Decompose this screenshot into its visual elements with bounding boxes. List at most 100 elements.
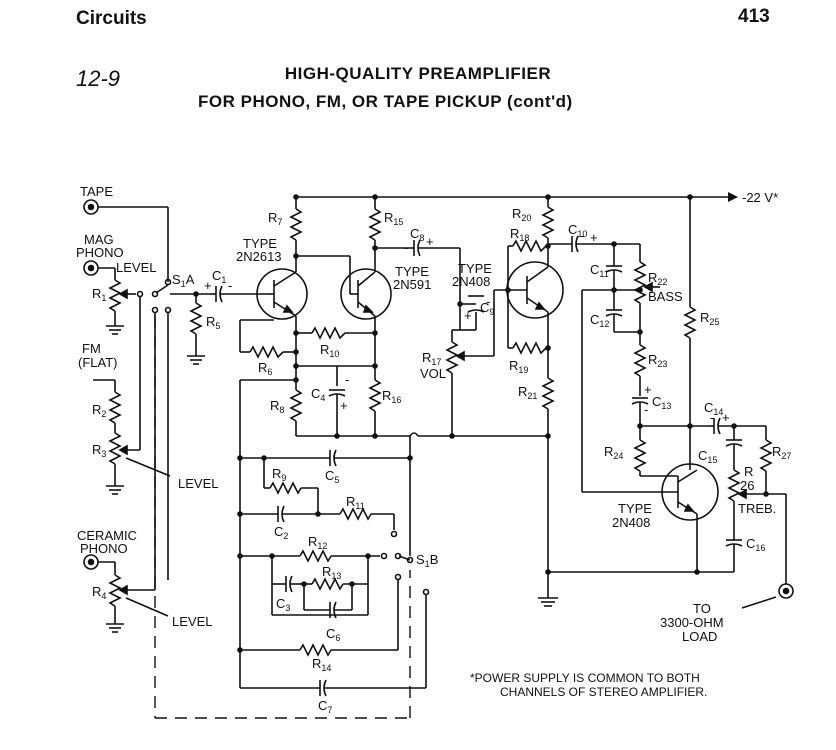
svg-text:R16: R16 (382, 388, 401, 405)
input-labels: TAPE MAG PHONO LEVEL FM (FLAT) LEVEL CER… (76, 184, 218, 629)
svg-text:R4: R4 (92, 584, 106, 601)
junction-dots (193, 194, 769, 653)
figure-number: 12-9 (76, 66, 121, 91)
svg-text:R1: R1 (92, 286, 106, 303)
svg-text:-: - (404, 240, 408, 255)
svg-text:MAG: MAG (84, 232, 114, 247)
svg-text:R21: R21 (518, 384, 537, 401)
wiring (83, 196, 794, 697)
transistor-labels: TYPE 2N2613 TYPE 2N591 TYPE 2N408 TYPE 2… (236, 236, 652, 530)
svg-text:C3: C3 (276, 596, 290, 613)
svg-text:R27: R27 (772, 444, 791, 461)
svg-text:*POWER SUPPLY IS COMMON TO BOT: *POWER SUPPLY IS COMMON TO BOTH (470, 671, 700, 685)
svg-text:R5: R5 (206, 314, 220, 331)
figure-title-line1: HIGH-QUALITY PREAMPLIFIER (284, 64, 552, 83)
svg-text:LEVEL: LEVEL (178, 476, 218, 491)
svg-text:PHONO: PHONO (80, 541, 128, 556)
svg-text:C1: C1 (212, 268, 226, 285)
svg-text:R: R (744, 464, 753, 479)
svg-text:R14: R14 (312, 656, 331, 673)
svg-text:R24: R24 (604, 444, 623, 461)
svg-text:-: - (345, 372, 349, 387)
svg-text:C10: C10 (568, 222, 587, 239)
svg-text:C8: C8 (410, 226, 424, 243)
svg-text:2N408: 2N408 (452, 274, 490, 289)
svg-text:+: + (722, 410, 730, 425)
svg-text:+: + (426, 234, 434, 249)
svg-text:CHANNELS OF STEREO AMPLIFIER.: CHANNELS OF STEREO AMPLIFIER. (500, 685, 707, 699)
svg-text:2N2613: 2N2613 (236, 249, 282, 264)
svg-text:TYPE: TYPE (618, 501, 652, 516)
svg-text:TREB.: TREB. (738, 501, 776, 516)
svg-text:BASS: BASS (648, 289, 683, 304)
svg-text:C12: C12 (590, 312, 609, 329)
svg-text:LOAD: LOAD (682, 629, 717, 644)
svg-text:C16: C16 (746, 536, 765, 553)
svg-text:C15: C15 (698, 448, 717, 465)
svg-text:+: + (340, 398, 348, 413)
svg-text:C11: C11 (590, 262, 609, 279)
svg-text:R22: R22 (648, 270, 667, 287)
svg-text:R15: R15 (384, 210, 403, 227)
svg-text:R2: R2 (92, 402, 106, 419)
svg-text:VOL: VOL (420, 366, 446, 381)
svg-text:R18: R18 (510, 226, 529, 243)
svg-text:R17: R17 (422, 350, 441, 367)
svg-text:-: - (228, 278, 232, 293)
ganged-switch-link (154, 316, 411, 719)
svg-text:TYPE: TYPE (458, 261, 492, 276)
page-number: 413 (738, 6, 770, 27)
svg-text:PHONO: PHONO (76, 245, 124, 260)
svg-text:R12: R12 (308, 534, 327, 551)
svg-text:-: - (486, 294, 490, 309)
svg-text:CERAMIC: CERAMIC (77, 528, 137, 543)
svg-text:C7: C7 (318, 698, 332, 715)
svg-text:S1A: S1A (172, 272, 195, 289)
output-labels: TO 3300-OHM LOAD (660, 601, 724, 644)
footnote: *POWER SUPPLY IS COMMON TO BOTH CHANNELS… (470, 671, 707, 699)
svg-text:TYPE: TYPE (243, 236, 277, 251)
svg-text:+: + (590, 230, 598, 245)
svg-text:R9: R9 (272, 466, 286, 483)
supply-label: -22 V* (742, 190, 778, 205)
svg-text:C6: C6 (326, 626, 340, 643)
svg-text:FM: FM (82, 341, 101, 356)
svg-text:R6: R6 (258, 360, 272, 377)
polarity-marks: +- -+ -+ -+ -+ +- -+ (204, 228, 730, 425)
svg-text:2N591: 2N591 (393, 277, 431, 292)
svg-text:-: - (710, 410, 714, 425)
svg-text:+: + (204, 278, 212, 293)
svg-text:C2: C2 (274, 524, 288, 541)
svg-text:LEVEL: LEVEL (172, 614, 212, 629)
svg-text:-: - (644, 402, 648, 417)
svg-text:R23: R23 (648, 352, 667, 369)
svg-text:3300-OHM: 3300-OHM (660, 615, 724, 630)
svg-text:R7: R7 (268, 210, 282, 227)
svg-text:R3: R3 (92, 442, 106, 459)
svg-text:+: + (464, 308, 472, 323)
svg-text:R19: R19 (509, 358, 528, 375)
svg-text:R10: R10 (320, 342, 339, 359)
svg-text:R13: R13 (322, 564, 341, 581)
svg-text:R8: R8 (270, 398, 284, 415)
svg-text:C13: C13 (652, 394, 671, 411)
svg-text:C4: C4 (311, 386, 325, 403)
figure-title-line2: FOR PHONO, FM, OR TAPE PICKUP (cont'd) (198, 92, 573, 111)
svg-text:LEVEL: LEVEL (116, 260, 156, 275)
svg-text:S1B: S1B (416, 552, 438, 569)
svg-text:+: + (644, 382, 652, 397)
supply-arrow (728, 192, 738, 202)
control-labels: VOL BASS TREB. -22 V* (420, 190, 778, 516)
svg-text:R11: R11 (346, 494, 365, 511)
svg-text:TO: TO (693, 601, 711, 616)
svg-text:2N408: 2N408 (612, 515, 650, 530)
svg-text:-: - (580, 228, 584, 243)
svg-text:(FLAT): (FLAT) (78, 355, 117, 370)
svg-text:TYPE: TYPE (395, 264, 429, 279)
svg-text:26: 26 (740, 478, 754, 493)
svg-text:R20: R20 (512, 206, 531, 223)
svg-text:C5: C5 (325, 468, 339, 485)
svg-text:TAPE: TAPE (80, 184, 113, 199)
svg-text:R25: R25 (700, 310, 719, 327)
